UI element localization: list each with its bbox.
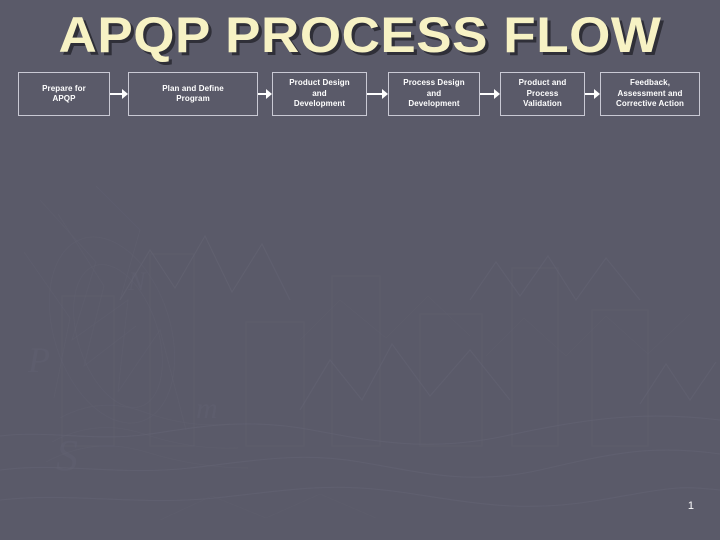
process-step-box-2[interactable]: Plan and Define Program — [128, 72, 258, 116]
process-step-label: Product and Process Validation — [518, 78, 567, 109]
process-step-label: Process Design and Development — [403, 78, 465, 109]
process-step-label: Feedback, Assessment and Corrective Acti… — [615, 78, 685, 109]
process-step-box-1[interactable]: Prepare for APQP — [18, 72, 110, 116]
process-step-box-6[interactable]: Feedback, Assessment and Corrective Acti… — [600, 72, 700, 116]
flow-arrow-icon-5 — [585, 89, 600, 99]
flow-arrow-icon-4 — [480, 89, 500, 99]
svg-text:S: S — [56, 431, 78, 480]
svg-text:N: N — [127, 267, 147, 296]
process-step-label: Prepare for APQP — [42, 83, 86, 104]
arrow-shaft — [258, 93, 266, 95]
page-number: 1 — [687, 500, 694, 512]
svg-text:P: P — [27, 340, 50, 380]
flow-arrow-icon-2 — [258, 89, 272, 99]
arrow-shaft — [110, 93, 122, 95]
process-step-box-4[interactable]: Process Design and Development — [388, 72, 480, 116]
arrow-shaft — [480, 93, 494, 95]
process-step-box-5[interactable]: Product and Process Validation — [500, 72, 585, 116]
svg-text:m: m — [196, 392, 218, 425]
flow-arrow-icon-3 — [367, 89, 388, 99]
apqp-process-flow-diagram: Prepare for APQP Plan and Define Program P… — [0, 72, 720, 120]
process-step-label: Plan and Define Program — [162, 83, 224, 104]
arrow-shaft — [367, 93, 382, 95]
page-title: APQP PROCESS FLOW — [58, 7, 662, 63]
flow-arrow-icon-1 — [110, 89, 128, 99]
process-step-box-3[interactable]: Product Design and Development — [272, 72, 367, 116]
arrow-shaft — [585, 93, 594, 95]
process-step-label: Product Design and Development — [289, 78, 350, 109]
